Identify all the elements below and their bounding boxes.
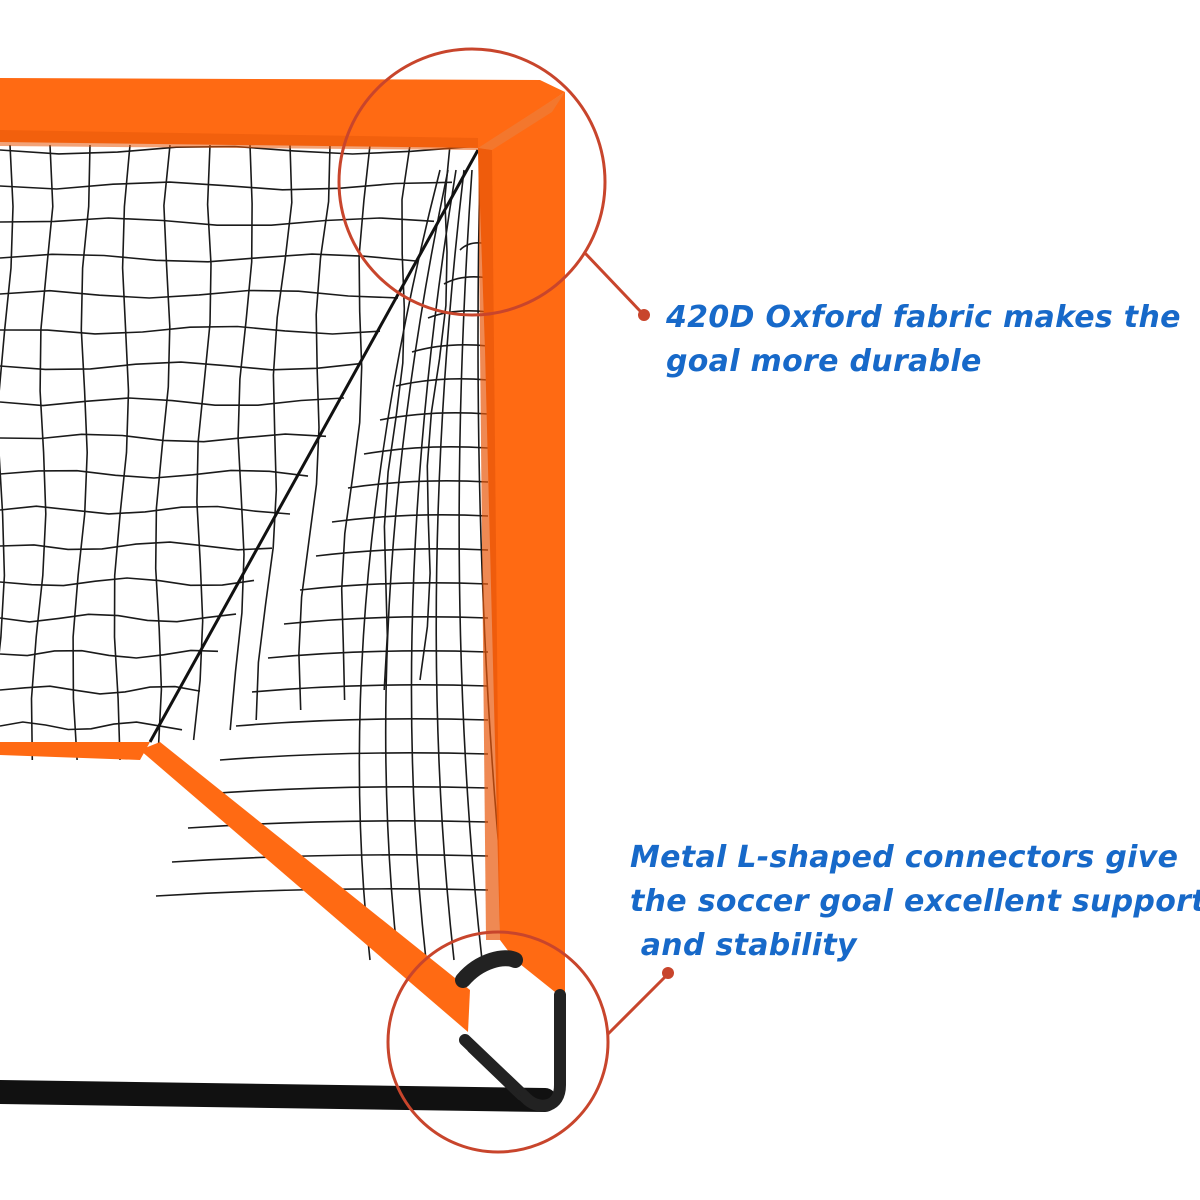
fabric-callout-text: 420D Oxford fabric makes the goal more d…	[666, 300, 1181, 379]
top-frame-shade	[0, 130, 478, 150]
net-strand	[458, 169, 483, 961]
right-frame-post-shade	[478, 148, 500, 940]
goal-net	[0, 144, 511, 961]
net-strand	[0, 217, 435, 226]
net-strand	[299, 582, 489, 591]
net-strand	[435, 169, 465, 961]
net-strand	[229, 144, 253, 731]
net-strand	[283, 616, 489, 625]
net-strand	[0, 469, 309, 479]
connector-callout-ring	[386, 930, 610, 1154]
net-strand	[0, 613, 237, 623]
net-strand	[219, 752, 489, 761]
top-corner-fold	[478, 92, 565, 150]
net-strand	[331, 514, 489, 523]
right-frame-post	[478, 92, 565, 1000]
net-strand	[0, 541, 273, 551]
net-strand	[72, 144, 91, 761]
net-strand	[379, 412, 489, 421]
net-strand	[410, 169, 457, 961]
net-strand	[255, 144, 293, 721]
net-strand	[30, 144, 54, 761]
net-strand	[0, 325, 381, 335]
top-frame-bar	[0, 78, 565, 148]
net-strand	[411, 344, 489, 353]
net-strand	[0, 253, 417, 263]
net-strand	[251, 684, 489, 693]
net-strand	[267, 650, 489, 659]
net-strand	[192, 144, 212, 741]
net-strand	[384, 169, 449, 961]
net-strand	[203, 786, 489, 795]
net-strand	[187, 820, 489, 829]
net-strand	[235, 718, 489, 727]
net-strand	[113, 144, 131, 761]
net-strand	[0, 289, 399, 299]
net-strand	[298, 144, 331, 711]
connector-callout-text: Metal L-shaped connectors give the socce…	[630, 840, 1200, 963]
net-strand	[171, 854, 489, 863]
fabric-callout-ring	[337, 47, 607, 317]
fabric-leader-line	[582, 250, 644, 315]
net-strand	[0, 721, 183, 731]
ground-bar	[0, 1080, 557, 1112]
net-strand	[0, 361, 363, 371]
net-edge-cord	[148, 149, 480, 743]
net-strand	[347, 480, 489, 489]
side-frame-strip	[140, 742, 470, 1032]
connector-leader-dot	[662, 967, 674, 979]
net-strand	[340, 144, 371, 701]
l-shaped-connector	[455, 950, 566, 1112]
fabric-leader-dot	[638, 309, 650, 321]
net-strand	[0, 181, 453, 191]
left-frame-strip	[0, 742, 150, 760]
net-strand	[0, 144, 14, 653]
net-strand	[154, 144, 171, 751]
net-strand	[0, 649, 219, 659]
net-strand	[0, 505, 291, 515]
net-strand	[0, 685, 201, 695]
net-strand	[358, 169, 441, 961]
net-strand	[0, 397, 345, 407]
net-strand	[0, 577, 255, 587]
net-strand	[363, 446, 489, 455]
net-strand	[315, 548, 489, 557]
connector-leader-line	[606, 974, 668, 1036]
